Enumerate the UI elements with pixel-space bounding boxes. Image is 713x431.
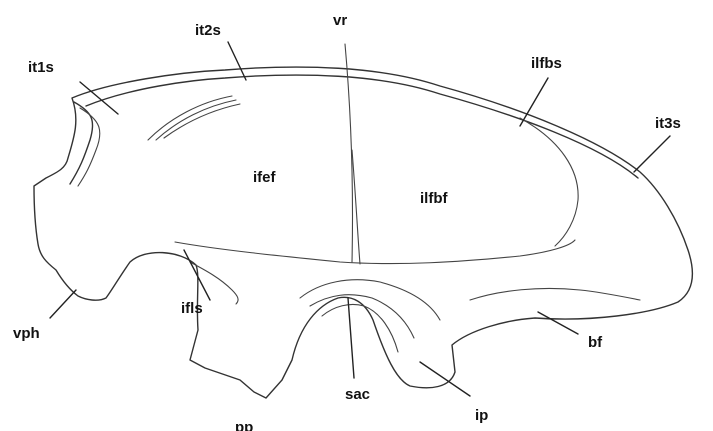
ip-leader [420,362,470,396]
sac-ridge-3 [322,304,398,352]
it1s-leader [80,82,118,114]
label-pp: pp [235,419,253,431]
it3s-leader [634,136,670,172]
label-vr: vr [333,12,347,29]
ridge-1 [148,96,232,140]
label-it3s: it3s [655,115,681,132]
label-ilfbf: ilfbf [420,190,448,207]
bf-leader [538,312,578,334]
dorsal-rim [86,75,638,178]
label-bf: bf [588,334,603,351]
label-ip: ip [475,407,488,424]
label-ifef: ifef [253,169,277,186]
label-ifls: ifls [181,300,203,317]
label-ilfbs: ilfbs [531,55,562,72]
it2s-leader [228,42,246,80]
ventral-crest [175,240,575,264]
vph-leader [50,290,76,318]
sac-leader [348,298,354,378]
label-vph: vph [13,325,40,342]
ridge-2 [156,100,236,140]
label-sac: sac [345,386,370,403]
ilfb-fossa-edge [520,118,578,246]
ridge-3 [164,104,240,138]
label-it1s: it1s [28,59,54,76]
ilfbs-leader [520,78,548,126]
vertical-ridge-right [352,150,360,264]
anterior-rim-inner [78,108,100,186]
label-it2s: it2s [195,22,221,39]
sac-ridge-2 [310,295,414,338]
bf-ridge [470,288,640,300]
